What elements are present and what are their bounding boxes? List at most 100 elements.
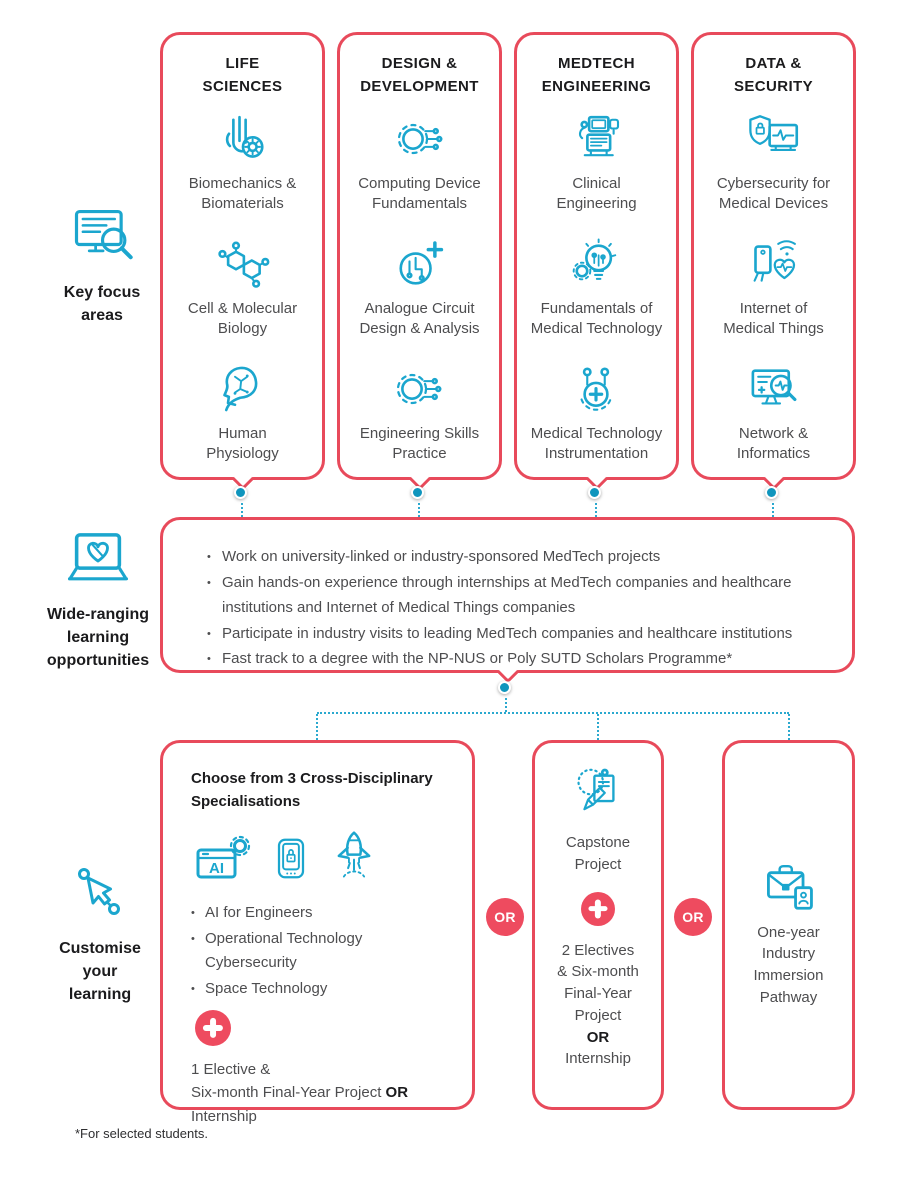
hand-gear-icon (215, 111, 271, 167)
connector-dot (498, 681, 511, 694)
clipboard-pencil-icon (569, 763, 627, 821)
cursor-icon (68, 862, 132, 926)
laptop-puzzle-icon (60, 530, 136, 592)
connector-line (505, 698, 507, 712)
tablet-lock-icon (267, 831, 315, 889)
opportunity-bullet: Fast track to a degree with the NP-NUS o… (207, 646, 834, 672)
capstone-details: 2 Electives & Six-month Final-Year Proje… (557, 941, 639, 1024)
focus-item-label: Medical Technology Instrumentation (530, 425, 663, 463)
focus-item: Biomechanics & Biomaterials (188, 111, 297, 227)
or-badge: OR (674, 898, 712, 936)
opportunities-list: Work on university-linked or industry-sp… (207, 544, 834, 672)
ai-browser-icon: AI (193, 833, 255, 889)
focus-column-data-security: DATA & SECURITY Cybersecurity for Medica… (691, 32, 856, 491)
molecule-icon (215, 236, 271, 292)
focus-item: Medical Technology Instrumentation (531, 361, 662, 477)
focus-column-design-development: DESIGN & DEVELOPMENT Computing Device Fu… (337, 32, 502, 491)
connector-line (772, 503, 774, 517)
learning-opportunities-box: Work on university-linked or industry-sp… (160, 517, 855, 684)
briefcase-id-icon (759, 854, 819, 912)
key-focus-areas-label: Key focus areas (63, 284, 141, 325)
focus-item-label: Analogue Circuit Design & Analysis (359, 300, 480, 338)
industry-immersion-box: One-year Industry Immersion Pathway (722, 740, 855, 1110)
focus-item-label: Computing Device Fundamentals (358, 175, 481, 213)
connector-line (788, 714, 790, 740)
extra-line-1: 1 Elective & (191, 1061, 271, 1078)
focus-item: Human Physiology (206, 361, 279, 477)
connector-dot (411, 486, 424, 499)
opportunity-bullet: Work on university-linked or industry-sp… (207, 544, 834, 570)
focus-column-medtech-engineering: MEDTECH ENGINEERING Clinical Engineering (514, 32, 679, 491)
circuit-plus-icon (392, 236, 448, 292)
column-title: DESIGN & DEVELOPMENT (360, 55, 479, 95)
learning-opportunities-section-label: Wide-ranging learning opportunities (16, 530, 180, 673)
customise-learning-section-label: Customise your learning (36, 862, 164, 1007)
or-word: OR (385, 1084, 409, 1102)
plus-icon (195, 1010, 231, 1046)
key-focus-areas-section-label: Key focus areas (40, 202, 164, 327)
connector-line (418, 503, 420, 517)
gear-circuit-icon (392, 111, 448, 167)
focus-item-label: Clinical Engineering (556, 175, 637, 213)
connector-dot (765, 486, 778, 499)
column-title: MEDTECH ENGINEERING (541, 55, 652, 95)
column-title: DATA & SECURITY (733, 55, 814, 95)
shield-monitor-icon (746, 111, 802, 167)
extra-line-3: Internship (191, 1107, 257, 1125)
focus-item: Cybersecurity for Medical Devices (717, 111, 830, 227)
svg-text:AI: AI (209, 860, 224, 877)
gear-nodes-icon (568, 361, 624, 417)
specialisation-list: AI for Engineers Operational Technology … (191, 901, 450, 1001)
focus-item: Engineering Skills Practice (360, 361, 479, 477)
connector-dot (234, 486, 247, 499)
medical-machine-icon (569, 111, 625, 167)
focus-item: Analogue Circuit Design & Analysis (359, 236, 480, 352)
connector-line (317, 712, 789, 714)
specialisations-box: Choose from 3 Cross-Disciplinary Special… (160, 740, 475, 1125)
human-head-circuit-icon (214, 361, 270, 417)
focus-column-life-sciences: LIFE SCIENCES Biomechanics & Biomaterial… (160, 32, 325, 491)
focus-item-label: Human Physiology (206, 425, 279, 463)
focus-item-label: Internet of Medical Things (723, 300, 824, 338)
rocket-icon (327, 827, 381, 889)
focus-item: Cell & Molecular Biology (188, 236, 297, 352)
connector-line (595, 503, 597, 517)
connector-line (316, 714, 318, 740)
focus-item: Clinical Engineering (556, 111, 637, 227)
extra-line-2: Six-month Final-Year Project (191, 1084, 382, 1102)
gear-circuit-icon (391, 361, 447, 417)
connector-line (241, 503, 243, 517)
connector-dot (588, 486, 601, 499)
capstone-title: Capstone Project (565, 834, 631, 873)
or-badge: OR (486, 898, 524, 936)
phone-heart-icon (745, 236, 801, 292)
focus-item-label: Network & Informatics (736, 425, 811, 463)
focus-item-label: Fundamentals of Medical Technology (530, 300, 663, 338)
customise-learning-label: Customise your learning (59, 940, 141, 1004)
footnote: *For selected students. (75, 1126, 208, 1141)
focus-item: Internet of Medical Things (723, 236, 824, 352)
industry-immersion-label: One-year Industry Immersion Pathway (753, 923, 824, 1006)
focus-item-label: Cell & Molecular Biology (187, 300, 298, 338)
focus-item-label: Cybersecurity for Medical Devices (716, 175, 831, 213)
capstone-internship: Internship (565, 1050, 631, 1068)
focus-item: Computing Device Fundamentals (358, 111, 481, 227)
focus-item-label: Engineering Skills Practice (359, 425, 480, 463)
specialisation-bullet: AI for Engineers (191, 901, 450, 925)
focus-item: Fundamentals of Medical Technology (531, 236, 662, 352)
bulb-gear-icon (568, 236, 624, 292)
presentation-magnifier-icon (68, 202, 136, 270)
focus-item: Network & Informatics (737, 361, 810, 477)
specialisation-icons: AI (193, 827, 450, 889)
monitor-magnifier-icon (745, 361, 801, 417)
specialisation-extra: 1 Elective & Six-month Final-Year Projec… (191, 1058, 450, 1128)
opportunity-bullet: Participate in industry visits to leadin… (207, 621, 834, 647)
plus-icon (581, 891, 615, 926)
capstone-box: Capstone Project 2 Electives & Six-month… (532, 740, 664, 1110)
connector-line (597, 714, 599, 740)
or-word: OR (586, 1028, 610, 1046)
opportunity-bullet: Gain hands-on experience through interns… (207, 570, 834, 621)
learning-opportunities-label: Wide-ranging learning opportunities (46, 606, 150, 670)
focus-item-label: Biomechanics & Biomaterials (188, 175, 297, 213)
